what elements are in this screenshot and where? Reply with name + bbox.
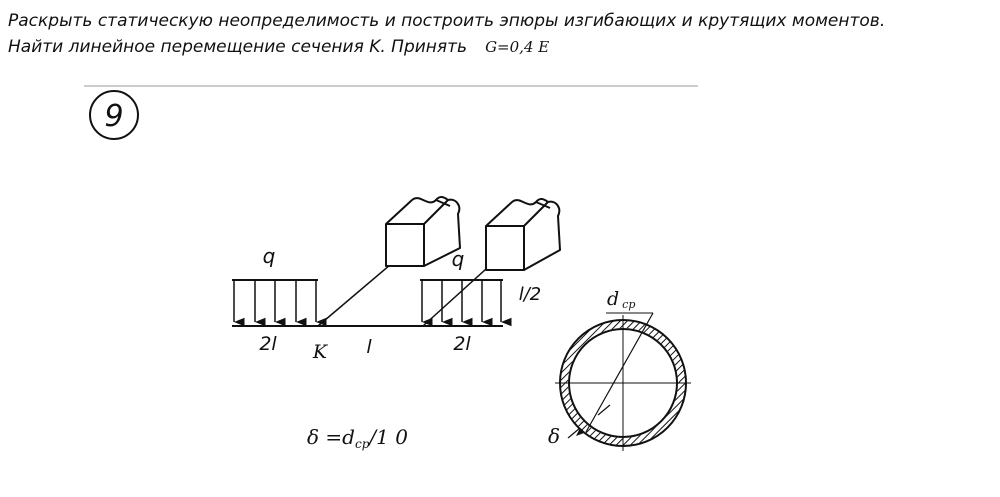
thickness-label: δ: [548, 424, 560, 448]
given-condition: G=0,4 E: [485, 38, 550, 56]
task-statement: Раскрыть статическую неопределимость и п…: [8, 8, 998, 60]
length-label-half: l/2: [519, 284, 542, 305]
variant-number: 9: [104, 99, 123, 134]
fixed-support-right: [485, 198, 561, 271]
load-label-left: q: [263, 244, 276, 268]
thickness-formula: δ =dср/1 0: [307, 425, 408, 451]
variant-circle: [89, 90, 139, 140]
point-k-label: K: [312, 341, 329, 363]
task-line-2-text: Найти линейное перемещение сечения K. Пр…: [8, 37, 468, 57]
formula-subscript: ср: [355, 437, 370, 451]
task-line-1: Раскрыть статическую неопределимость и п…: [8, 11, 886, 31]
diameter-subscript: ср: [622, 298, 635, 311]
load-label-right: q: [452, 247, 465, 271]
task-line-2: Найти линейное перемещение сечения K. Пр…: [8, 34, 998, 60]
length-label-left: 2l: [259, 333, 277, 355]
length-label-mid: l: [366, 336, 372, 358]
distributed-load-left: [232, 279, 327, 327]
length-label-right: 2l: [453, 333, 471, 355]
distributed-load-right: [420, 279, 512, 327]
pipe-cross-section: [555, 312, 691, 451]
fixed-support-left: [385, 196, 461, 267]
